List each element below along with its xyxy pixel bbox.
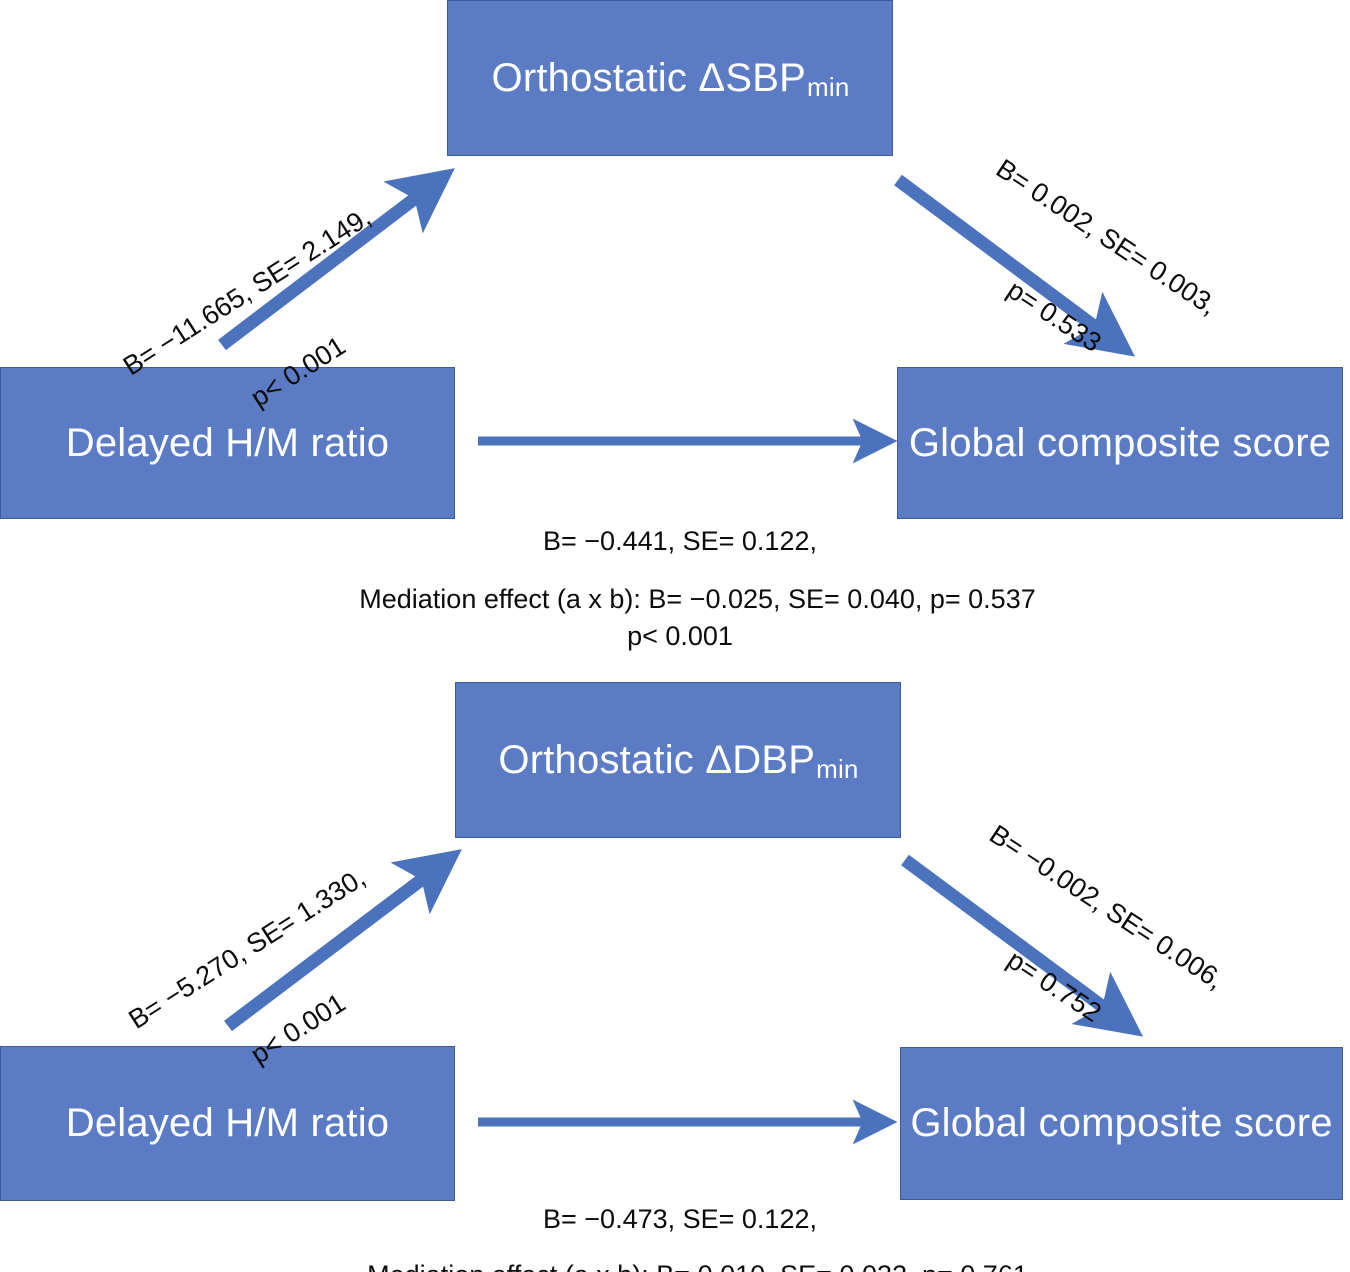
node-mediator-dbp-label: Orthostatic ΔDBP bbox=[498, 737, 816, 782]
node-outcome-sbp-label: Global composite score bbox=[908, 420, 1332, 465]
edge-label-path-c-sbp-line2: p< 0.001 bbox=[627, 621, 733, 652]
mediation-effect-dbp-text: Mediation effect (a x b): B= 0.010, SE= … bbox=[367, 1260, 1028, 1272]
node-mediator-sbp-subscript: min bbox=[806, 71, 850, 102]
edge-label-path-c-sbp-line1: B= −0.441, SE= 0.122, bbox=[543, 525, 817, 556]
mediation-effect-sbp-text: Mediation effect (a x b): B= −0.025, SE=… bbox=[359, 583, 1036, 614]
mediation-effect-sbp: Mediation effect (a x b): B= −0.025, SE=… bbox=[0, 552, 1350, 648]
edge-label-path-a-sbp-line1: B= −11.665, SE= 2.149, bbox=[117, 201, 376, 382]
edge-label-path-c-dbp-line1: B= −0.473, SE= 0.122, bbox=[543, 1203, 817, 1234]
edge-label-path-a-dbp-line1: B= −5.270, SE= 1.330, bbox=[123, 862, 371, 1035]
node-outcome-dbp-label: Global composite score bbox=[910, 1101, 1333, 1145]
node-predictor-dbp-label: Delayed H/M ratio bbox=[65, 1101, 390, 1145]
node-predictor-dbp[interactable]: Delayed H/M ratio bbox=[0, 1046, 455, 1201]
node-predictor-sbp[interactable]: Delayed H/M ratio bbox=[0, 367, 455, 519]
node-mediator-dbp-subscript: min bbox=[816, 753, 859, 784]
node-predictor-sbp-label: Delayed H/M ratio bbox=[65, 420, 390, 465]
mediation-effect-dbp: Mediation effect (a x b): B= 0.010, SE= … bbox=[0, 1228, 1350, 1272]
edge-label-path-c-dbp: B= −0.473, SE= 0.122, p< 0.001 bbox=[470, 1140, 890, 1272]
edge-label-path-c-sbp: B= −0.441, SE= 0.122, p< 0.001 bbox=[470, 462, 890, 717]
node-outcome-dbp[interactable]: Global composite score bbox=[900, 1047, 1343, 1200]
node-mediator-sbp-label: Orthostatic ΔSBP bbox=[491, 55, 806, 100]
node-outcome-sbp[interactable]: Global composite score bbox=[897, 367, 1343, 519]
